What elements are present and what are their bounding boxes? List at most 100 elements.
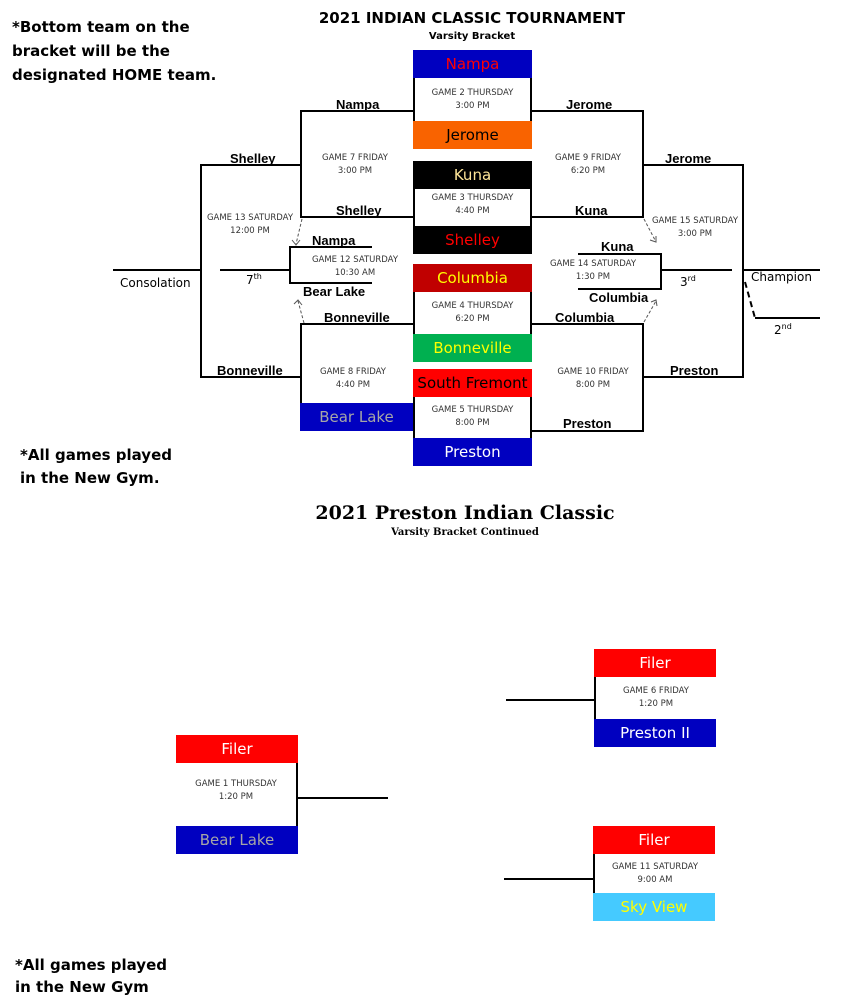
place-suffix: rd	[687, 274, 696, 283]
game-time: 4:40 PM	[455, 206, 490, 216]
game-13: GAME 13 SATURDAY 12:00 PM	[195, 212, 305, 238]
place-number: 2	[774, 323, 782, 337]
game-time: 1:20 PM	[638, 699, 674, 709]
game-15: GAME 15 SATURDAY 3:00 PM	[640, 215, 750, 241]
game-label: GAME 6 FRIDAY	[623, 686, 689, 696]
team-kuna: Kuna	[413, 161, 532, 189]
tournament-title: 2021 INDIAN CLASSIC TOURNAMENT	[318, 9, 626, 27]
game-time: 1:20 PM	[218, 792, 254, 802]
place-suffix: nd	[781, 322, 792, 331]
team-filer: Filer	[593, 826, 715, 854]
winner-label: Jerome	[566, 97, 613, 112]
winner-label: Bonneville	[217, 363, 283, 378]
winner-label: Jerome	[665, 151, 712, 166]
home-team-note: *Bottom team on the bracket will be the …	[12, 15, 216, 87]
place-number: 3	[680, 275, 688, 289]
note-line: bracket will be the	[12, 42, 170, 60]
game-time: 6:20 PM	[570, 166, 606, 176]
team-jerome: Jerome	[413, 121, 532, 149]
winner-label: Columbia	[589, 290, 649, 305]
game-8: GAME 8 FRIDAY 4:40 PM	[303, 366, 403, 392]
note-line: *All games played	[20, 446, 172, 464]
winner-label: Preston	[670, 363, 719, 378]
continued-subtitle: Varsity Bracket Continued	[391, 527, 539, 538]
game-1: GAME 1 THURSDAY 1:20 PM	[176, 763, 298, 826]
team-preston-ii: Preston II	[594, 719, 716, 747]
game-label: GAME 5 THURSDAY	[431, 405, 514, 415]
game-time: 3:00 PM	[455, 101, 490, 111]
game-time: 8:00 PM	[575, 380, 611, 390]
game-label: GAME 8 FRIDAY	[320, 367, 386, 377]
winner-label: Columbia	[555, 310, 615, 325]
champion-label: Champion	[751, 270, 812, 284]
game-label: GAME 3 THURSDAY	[431, 193, 514, 203]
place-number: 7	[246, 273, 254, 287]
game-4: GAME 4 THURSDAY 6:20 PM	[413, 292, 532, 334]
game-label: GAME 15 SATURDAY	[651, 216, 739, 226]
game-2: GAME 2 THURSDAY 3:00 PM	[413, 78, 532, 121]
team-filer: Filer	[594, 649, 716, 677]
place-suffix: th	[253, 272, 262, 281]
winner-label: Preston	[563, 416, 612, 431]
team-bonneville: Bonneville	[413, 334, 532, 362]
team-sky-view: Sky View	[593, 893, 715, 921]
game-11: GAME 11 SATURDAY 9:00 AM	[593, 854, 715, 893]
second-place-label: 2nd	[774, 322, 792, 337]
winner-label: Kuna	[575, 203, 608, 218]
team-filer: Filer	[176, 735, 298, 763]
game-3: GAME 3 THURSDAY 4:40 PM	[413, 189, 532, 226]
continued-title: 2021 Preston Indian Classic	[315, 502, 615, 524]
winner-label: Bonneville	[324, 310, 390, 325]
team-south-fremont: South Fremont	[413, 369, 532, 397]
game-label: GAME 11 SATURDAY	[611, 862, 699, 872]
team-shelley: Shelley	[413, 226, 532, 254]
game-5: GAME 5 THURSDAY 8:00 PM	[413, 397, 532, 438]
consolation-label: Consolation	[120, 276, 191, 290]
game-label: GAME 2 THURSDAY	[431, 88, 514, 98]
team-preston: Preston	[413, 438, 532, 466]
game-6: GAME 6 FRIDAY 1:20 PM	[594, 677, 716, 719]
game-9: GAME 9 FRIDAY 6:20 PM	[538, 152, 638, 178]
game-time: 4:40 PM	[335, 380, 371, 390]
team-columbia: Columbia	[413, 264, 532, 292]
gym-note: *All games played in the New Gym.	[20, 444, 172, 490]
game-label: GAME 12 SATURDAY	[311, 255, 399, 265]
note-line: *All games played	[15, 956, 167, 974]
winner-label: Bear Lake	[303, 284, 366, 299]
game-label: GAME 14 SATURDAY	[549, 259, 637, 269]
winner-label: Kuna	[601, 239, 634, 254]
team-nampa: Nampa	[413, 50, 532, 78]
game-time: 3:00 PM	[677, 229, 713, 239]
winner-label: Shelley	[336, 203, 382, 218]
note-line: in the New Gym	[15, 978, 149, 996]
bracket-subtitle: Varsity Bracket	[428, 31, 516, 42]
winner-label: Nampa	[312, 233, 356, 248]
game-time: 10:30 AM	[334, 268, 376, 278]
game-12: GAME 12 SATURDAY 10:30 AM	[300, 254, 410, 280]
gym-note-bottom: *All games played in the New Gym	[15, 954, 167, 998]
game-label: GAME 10 FRIDAY	[557, 367, 629, 377]
game-label: GAME 4 THURSDAY	[431, 301, 514, 311]
game-label: GAME 9 FRIDAY	[555, 153, 621, 163]
team-bear-lake: Bear Lake	[176, 826, 298, 854]
winner-label: Shelley	[230, 151, 276, 166]
note-line: designated HOME team.	[12, 66, 217, 84]
game-label: GAME 1 THURSDAY	[195, 779, 277, 789]
game-time: 12:00 PM	[230, 226, 270, 236]
note-line: in the New Gym.	[20, 469, 160, 487]
note-line: *Bottom team on the	[12, 18, 190, 36]
team-bear-lake: Bear Lake	[300, 403, 413, 431]
game-time: 9:00 AM	[637, 875, 673, 885]
winner-label: Nampa	[336, 97, 380, 112]
game-time: 3:00 PM	[337, 166, 373, 176]
game-time: 6:20 PM	[455, 314, 490, 324]
game-time: 8:00 PM	[455, 418, 490, 428]
game-10: GAME 10 FRIDAY 8:00 PM	[538, 366, 648, 392]
game-label: GAME 7 FRIDAY	[322, 153, 388, 163]
game-label: GAME 13 SATURDAY	[206, 213, 294, 223]
game-7: GAME 7 FRIDAY 3:00 PM	[305, 152, 405, 178]
third-place-label: 3rd	[680, 274, 696, 289]
